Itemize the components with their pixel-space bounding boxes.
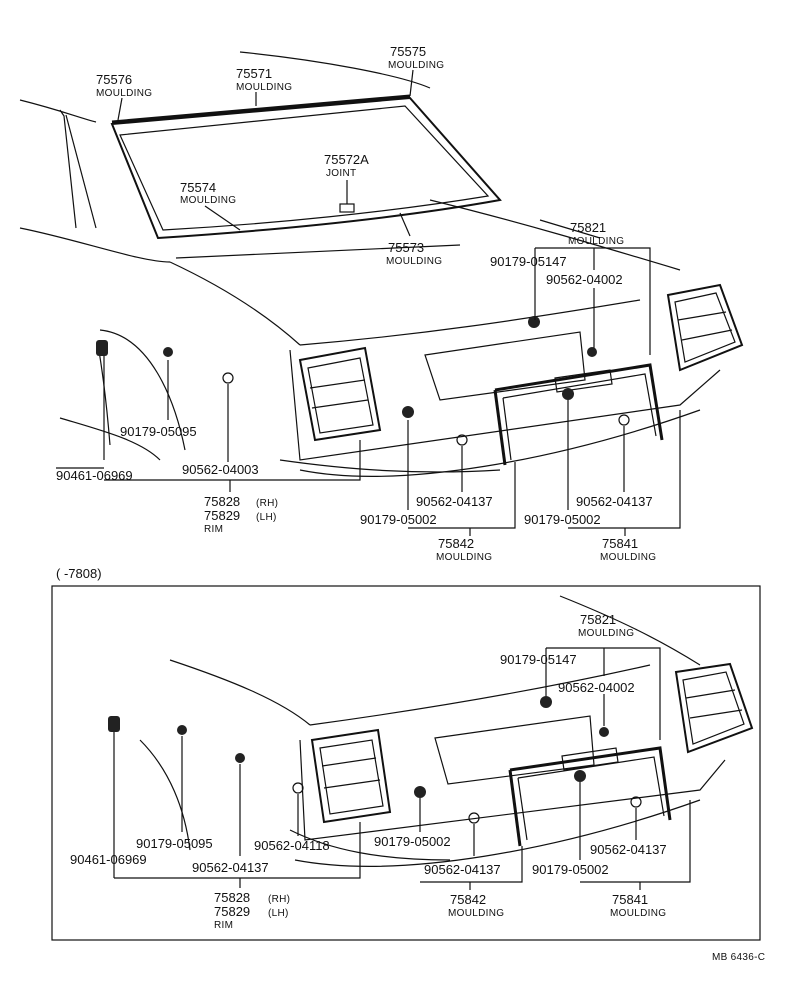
lower-header: ( -7808) xyxy=(56,566,102,581)
lower-label-90562-04137-b: 90562-04137 xyxy=(424,862,501,877)
label-75841-name: MOULDING xyxy=(600,552,656,563)
upper-labels: 75575 MOULDING 75576 MOULDING 75571 MOUL… xyxy=(56,44,656,563)
lower-label-75821-name: MOULDING xyxy=(578,628,634,639)
lower-label-90461-06969: 90461-06969 xyxy=(70,852,147,867)
label-75572a-num: 75572A xyxy=(324,152,369,167)
lower-frame xyxy=(51,585,761,941)
lower-label-75828-side: (RH) xyxy=(268,894,290,905)
label-90461-06969: 90461-06969 xyxy=(56,468,133,483)
lower-label-90179-05002-b: 90179-05002 xyxy=(532,862,609,877)
label-75828-side: (RH) xyxy=(256,498,278,509)
label-75572a-name: JOINT xyxy=(326,168,356,179)
label-90179-05147: 90179-05147 xyxy=(490,254,567,269)
label-75841-num: 75841 xyxy=(602,536,638,551)
lower-label-90562-04002: 90562-04002 xyxy=(558,680,635,695)
label-90562-04003: 90562-04003 xyxy=(182,462,259,477)
lower-label-90562-04137-a: 90562-04137 xyxy=(192,860,269,875)
lower-label-75842-num: 75842 xyxy=(450,892,486,907)
label-90562-04137-a: 90562-04137 xyxy=(416,494,493,509)
label-75821-num: 75821 xyxy=(570,220,606,235)
label-75829-num: 75829 xyxy=(204,508,240,523)
label-75576-num: 75576 xyxy=(96,72,132,87)
label-75576-name: MOULDING xyxy=(96,88,152,99)
label-90562-04137-b: 90562-04137 xyxy=(576,494,653,509)
label-75821-name: MOULDING xyxy=(568,236,624,247)
label-75571-num: 75571 xyxy=(236,66,272,81)
label-90562-04002: 90562-04002 xyxy=(546,272,623,287)
label-75842-name: MOULDING xyxy=(436,552,492,563)
lower-label-90562-04118: 90562-04118 xyxy=(254,838,330,853)
lower-label-90562-04137-c: 90562-04137 xyxy=(590,842,667,857)
upper-car-drawing xyxy=(19,51,744,477)
lower-label-90179-05147: 90179-05147 xyxy=(500,652,577,667)
footer-code: MB 6436-C xyxy=(712,952,765,963)
label-75828-num: 75828 xyxy=(204,494,240,509)
lower-label-75841-num: 75841 xyxy=(612,892,648,907)
lower-label-75828-num: 75828 xyxy=(214,890,250,905)
lower-labels: 75821 MOULDING 90179-05147 90562-04002 9… xyxy=(70,612,667,931)
label-90179-05002-b: 90179-05002 xyxy=(524,512,601,527)
label-75574-num: 75574 xyxy=(180,180,216,195)
label-75571-name: MOULDING xyxy=(236,82,292,93)
lower-label-75842-name: MOULDING xyxy=(448,908,504,919)
lower-label-90179-05002-a: 90179-05002 xyxy=(374,834,451,849)
lower-label-75829-side: (LH) xyxy=(268,908,289,919)
lower-label-75829-name: RIM xyxy=(214,920,233,931)
lower-label-75821-num: 75821 xyxy=(580,612,616,627)
lower-leader-lines xyxy=(113,647,691,890)
label-75574-name: MOULDING xyxy=(180,195,236,206)
label-75842-num: 75842 xyxy=(438,536,474,551)
lower-label-90179-05095: 90179-05095 xyxy=(136,836,213,851)
lower-label-75841-name: MOULDING xyxy=(610,908,666,919)
label-75829-name: RIM xyxy=(204,524,223,535)
label-90179-05095: 90179-05095 xyxy=(120,424,197,439)
lower-car-drawing xyxy=(108,595,754,867)
label-75573-name: MOULDING xyxy=(386,256,442,267)
label-75573-num: 75573 xyxy=(388,240,424,255)
label-75575-num: 75575 xyxy=(390,44,426,59)
upper-leader-lines xyxy=(56,69,681,536)
label-75575-name: MOULDING xyxy=(388,60,444,71)
lower-label-75829-num: 75829 xyxy=(214,904,250,919)
label-75829-side: (LH) xyxy=(256,512,277,523)
label-90179-05002-a: 90179-05002 xyxy=(360,512,437,527)
